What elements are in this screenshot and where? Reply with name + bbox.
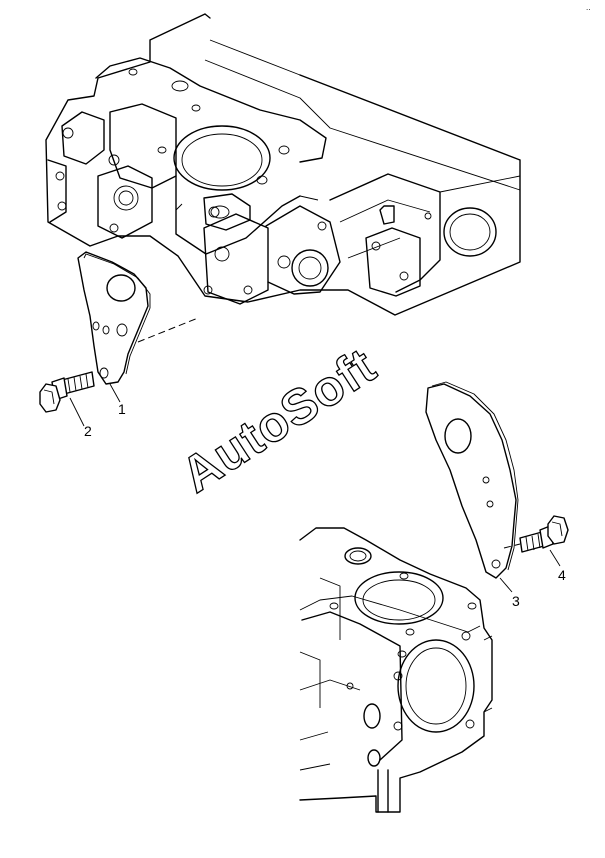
lifting-bracket-front: [77, 251, 151, 385]
callout-3: 3: [512, 593, 520, 609]
callout-4: 4: [558, 567, 566, 583]
engine-block-rear: [299, 527, 493, 813]
alignment-line-front: [137, 317, 199, 343]
flange-bolt-front: [39, 371, 95, 413]
engine-block-front: [45, 13, 521, 316]
lifting-bracket-rear: [425, 381, 519, 579]
callout-2: 2: [84, 423, 92, 439]
callout-1: 1: [118, 401, 126, 417]
corner-mark: ..: [586, 3, 590, 12]
leader-2: [69, 397, 85, 427]
flange-bolt-rear: [519, 515, 569, 553]
watermark: AutoSoft: [171, 337, 385, 503]
leader-1: [109, 383, 121, 403]
alignment-line-rear: [503, 543, 521, 549]
leader-3: [499, 577, 513, 593]
leader-4: [549, 549, 561, 567]
